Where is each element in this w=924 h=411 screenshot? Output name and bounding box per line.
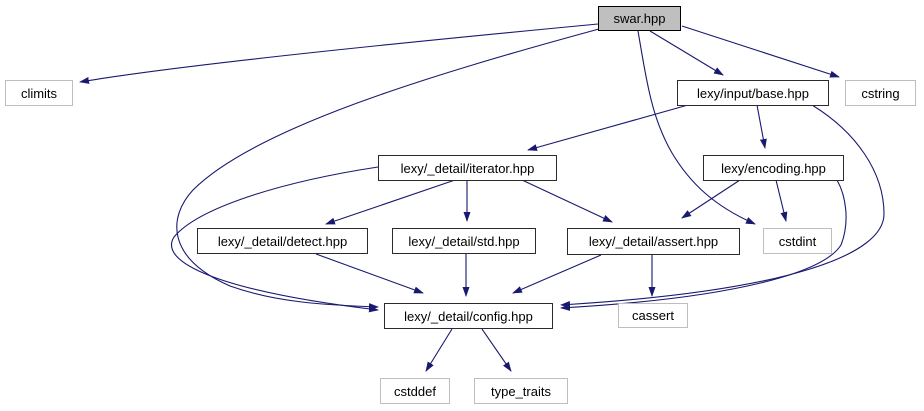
node-lexy-detail-iterator-hpp[interactable]: lexy/_detail/iterator.hpp <box>378 155 557 181</box>
node-cstring: cstring <box>845 80 916 106</box>
node-cstddef: cstddef <box>380 378 450 404</box>
edge-base-to-encoding <box>756 104 767 149</box>
edge-iterator-to-detect <box>325 179 456 225</box>
node-cassert: cassert <box>618 303 688 328</box>
edge-detect-to-config <box>315 253 424 294</box>
node-cstdint: cstdint <box>763 228 832 254</box>
edge-encoding-to-assert <box>681 179 741 219</box>
edge-swar-to-config <box>176 28 600 311</box>
edge-base-to-config <box>560 104 885 308</box>
edge-swar-to-cstring <box>681 25 840 78</box>
edge-config-to-cstddef <box>425 328 453 372</box>
node-climits: climits <box>5 80 73 106</box>
edge-encoding-to-config <box>560 179 847 311</box>
node-lexy-input-base-hpp[interactable]: lexy/input/base.hpp <box>677 80 829 106</box>
edge-iterator-to-config <box>171 166 379 313</box>
edge-encoding-to-cstdint <box>775 179 788 222</box>
node-type-traits: type_traits <box>474 378 568 404</box>
edge-iterator-to-assert <box>521 179 613 223</box>
node-lexy-detail-std-hpp[interactable]: lexy/_detail/std.hpp <box>392 228 536 254</box>
edge-swar-to-base <box>649 30 724 76</box>
edge-assert-to-config <box>512 254 602 294</box>
node-lexy-detail-detect-hpp[interactable]: lexy/_detail/detect.hpp <box>197 228 368 254</box>
edge-swar-to-climits <box>79 23 599 84</box>
node-lexy-encoding-hpp[interactable]: lexy/encoding.hpp <box>703 155 844 181</box>
node-lexy-detail-config-hpp[interactable]: lexy/_detail/config.hpp <box>384 303 553 329</box>
edge-base-to-iterator <box>527 104 689 151</box>
node-swar-hpp: swar.hpp <box>598 6 681 31</box>
edge-swar-to-cstdint <box>637 30 756 225</box>
node-lexy-detail-assert-hpp[interactable]: lexy/_detail/assert.hpp <box>567 228 740 255</box>
edge-config-to-type-traits <box>481 328 512 372</box>
